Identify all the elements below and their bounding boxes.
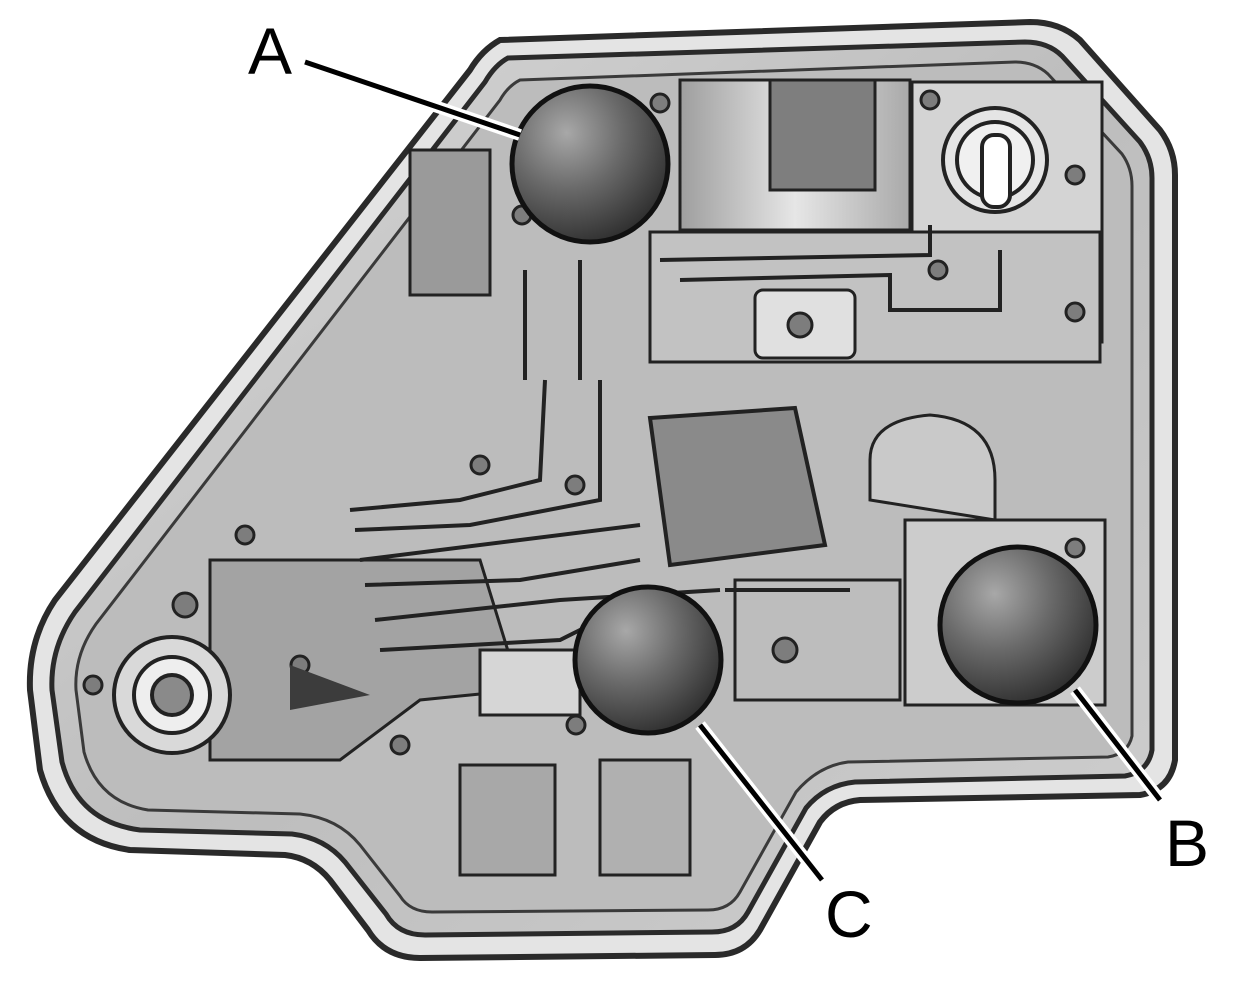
callout-a: A xyxy=(248,14,292,88)
circuit-traces xyxy=(349,225,1002,652)
leader-lines xyxy=(303,56,1165,884)
circuit-board-panels xyxy=(208,78,1107,877)
bulb-b xyxy=(937,544,1099,706)
mounting-screws xyxy=(82,89,1086,756)
callout-c: C xyxy=(825,877,873,951)
callout-b: B xyxy=(1165,806,1209,880)
bulb-a xyxy=(509,83,671,245)
bulb-c xyxy=(572,584,724,736)
bulb-socket-left xyxy=(112,635,370,755)
bulb-socket-top-right xyxy=(941,106,1049,214)
